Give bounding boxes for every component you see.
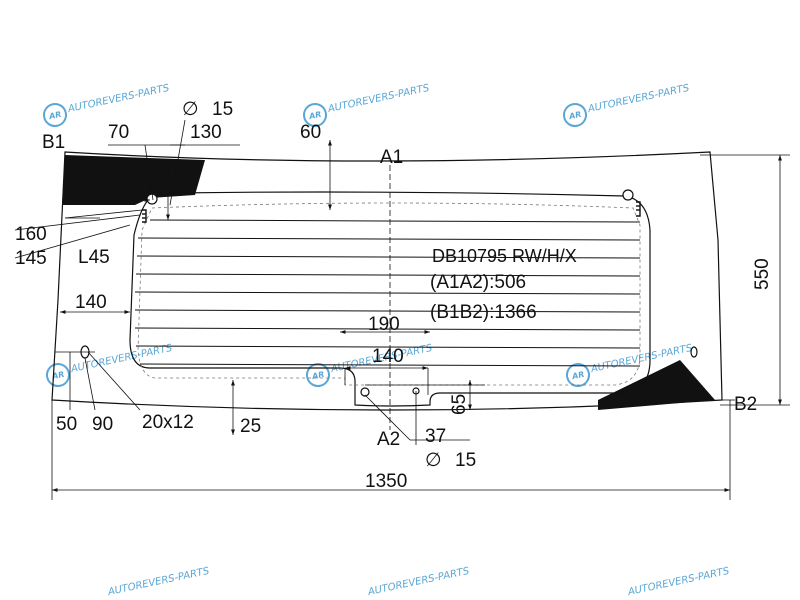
- part-code-label: DB10795 RW/H/X: [432, 246, 577, 266]
- dim-190-label: 190: [368, 314, 400, 335]
- watermark-badge-icon: [303, 103, 327, 127]
- diameter-symbol-top-label: ∅: [182, 99, 199, 120]
- watermark-3: AR AUTOREVERS-PARTS: [563, 83, 691, 127]
- watermark-badge-icon: [566, 363, 590, 387]
- heating-lines: [134, 219, 641, 367]
- width-1350-label: 1350: [365, 471, 407, 492]
- spec-a1a2-label: (A1A2):506: [430, 272, 526, 293]
- dim-140-center-label: 140: [372, 346, 404, 367]
- svg-text:AUTOREVERS-PARTS: AUTOREVERS-PARTS: [626, 566, 731, 599]
- svg-text:AR: AR: [310, 370, 325, 382]
- spec-b1b2-label: (B1B2):1366: [430, 302, 537, 323]
- terminal-left: [142, 209, 147, 223]
- diameter-bottom-group: ∅ 15: [425, 450, 476, 471]
- hole-diameter-top-label: 15: [212, 99, 233, 120]
- watermark-badge-icon: [563, 103, 587, 127]
- svg-text:AR: AR: [570, 370, 585, 382]
- dim-130-label: 130: [190, 122, 222, 143]
- svg-text:AR: AR: [567, 110, 582, 122]
- watermark-8: AUTOREVERS-PARTS: [366, 566, 471, 599]
- dim-65-label: 65: [449, 394, 470, 415]
- dim-145-label: 145: [15, 248, 47, 269]
- watermark-badge-icon: [43, 103, 67, 127]
- watermark-1: AR AUTOREVERS-PARTS: [43, 83, 171, 127]
- dim-37-label: 37: [425, 426, 446, 447]
- svg-text:AR: AR: [47, 110, 62, 122]
- point-a1-label: A1: [380, 147, 403, 168]
- point-b1-label: B1: [42, 132, 65, 153]
- slot-20x12-label: 20x12: [142, 412, 194, 433]
- dim-90-label: 90: [92, 414, 113, 435]
- dim-55-label: 55: [94, 180, 115, 201]
- terminal-right: [636, 201, 641, 217]
- black-band-bottom-right: [598, 360, 715, 410]
- svg-text:AR: AR: [307, 110, 322, 122]
- height-550-label: 550: [752, 258, 773, 290]
- watermark-9: AUTOREVERS-PARTS: [626, 566, 731, 599]
- black-band-top-left: [62, 155, 205, 205]
- slot-right: [690, 346, 698, 358]
- svg-text:AUTOREVERS-PARTS: AUTOREVERS-PARTS: [586, 83, 691, 116]
- hole-bottom-left: [360, 387, 370, 397]
- svg-text:AUTOREVERS-PARTS: AUTOREVERS-PARTS: [66, 83, 171, 116]
- svg-text:AUTOREVERS-PARTS: AUTOREVERS-PARTS: [366, 566, 471, 599]
- diameter-symbol-bottom-label: ∅: [425, 450, 442, 471]
- heating-zone-outline: [129, 191, 651, 407]
- hole-top-right: [622, 189, 634, 201]
- svg-text:AUTOREVERS-PARTS: AUTOREVERS-PARTS: [326, 83, 431, 116]
- dimension-lines: [14, 119, 790, 500]
- heating-inner-dashed: [137, 202, 641, 386]
- svg-text:AR: AR: [50, 370, 65, 382]
- diameter-top-group: ∅ 15: [182, 99, 233, 120]
- dim-60-label: 60: [300, 122, 321, 143]
- dim-140-left-label: 140: [75, 292, 107, 313]
- watermark-7: AUTOREVERS-PARTS: [106, 566, 211, 599]
- watermark-2: AR AUTOREVERS-PARTS: [303, 83, 431, 127]
- svg-text:AUTOREVERS-PARTS: AUTOREVERS-PARTS: [106, 566, 211, 599]
- dim-25-label: 25: [240, 416, 261, 437]
- dim-160-label: 160: [15, 224, 47, 245]
- watermark-badge-icon: [46, 363, 70, 387]
- dim-l45-label: L45: [78, 247, 110, 268]
- point-b2-label: B2: [734, 394, 757, 415]
- hole-diameter-bottom-label: 15: [455, 450, 476, 471]
- dim-70-label: 70: [108, 122, 129, 143]
- point-a2-label: A2: [377, 429, 400, 450]
- dim-50-label: 50: [56, 414, 77, 435]
